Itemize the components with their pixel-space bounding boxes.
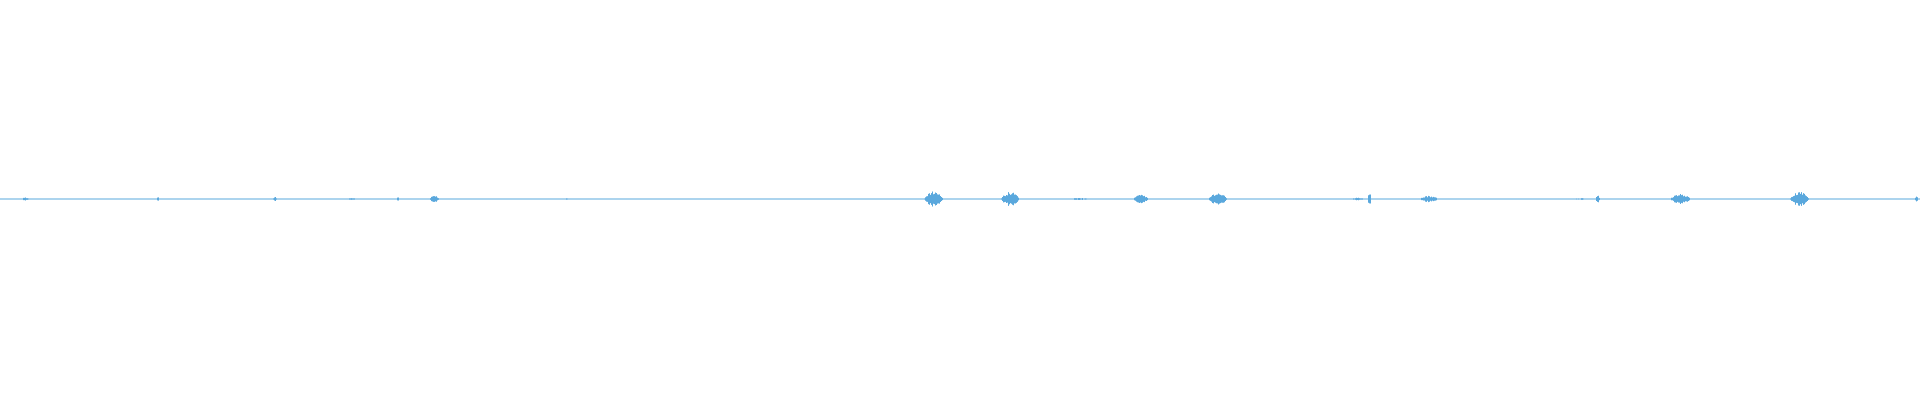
waveform-trace [0, 191, 1920, 207]
